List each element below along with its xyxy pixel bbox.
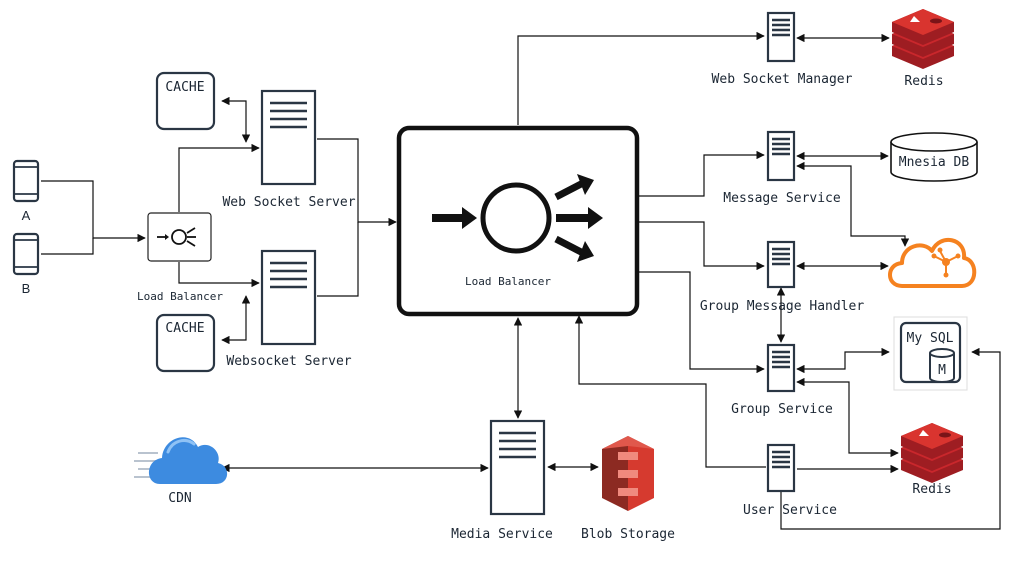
database-cylinder-icon (890, 132, 978, 182)
edge-main-lb-to-group-service (638, 271, 765, 374)
redis-bottom: Redis (901, 423, 963, 497)
load-balancer-icon (147, 212, 212, 262)
client-a: A (12, 159, 40, 223)
cdn: CDN (134, 437, 228, 506)
redis-top-label: Redis (904, 74, 943, 89)
edge-group-service-to-redis (796, 377, 899, 458)
media-service: Media Service (451, 419, 553, 542)
message-service: Message Service (723, 130, 841, 206)
mysql: My SQL M (893, 316, 968, 391)
mobile-phone-icon (12, 232, 40, 276)
edge-user-service-to-main-lb (574, 315, 766, 468)
edge-ws-bottom-to-cache (221, 295, 251, 345)
edge-main-lb-to-ws-manager (517, 31, 765, 125)
client-a-label: A (22, 208, 31, 223)
server-icon (766, 11, 796, 63)
user-service: User Service (743, 443, 837, 518)
group-service: Group Service (731, 343, 833, 417)
server-icon (766, 443, 796, 493)
edge-ws-top-to-cache (221, 96, 251, 143)
redis-bottom-label: Redis (912, 482, 951, 497)
web-socket-server: Web Socket Server (222, 89, 356, 210)
edge-message-to-kafka (796, 161, 910, 247)
cache-icon (155, 71, 216, 131)
mysql-icon (899, 321, 962, 384)
message-service-label: Message Service (723, 191, 841, 206)
client-b: B (12, 232, 40, 296)
mnesia-db: Mnesia DB (890, 132, 978, 182)
websocket-server: Websocket Server (226, 249, 352, 369)
cache-bottom: CACHE (155, 313, 216, 373)
redis-icon (892, 9, 954, 69)
edge-ws-top-to-main-lb (317, 138, 397, 227)
cache-bottom-label: CACHE (165, 321, 204, 336)
group-message-handler-label: Group Message Handler (700, 299, 865, 314)
connectors (41, 31, 1001, 530)
client-b-label: B (22, 281, 31, 296)
load-balancer-main-label: Load Balancer (465, 275, 551, 288)
server-icon (489, 419, 546, 516)
edge-ws-bottom-to-main-lb (317, 222, 359, 297)
cdn-label: CDN (168, 491, 191, 506)
cache-icon (155, 313, 216, 373)
web-socket-manager-label: Web Socket Manager (712, 72, 853, 87)
kafka-cloud-icon (888, 237, 977, 288)
server-icon (766, 130, 796, 182)
edge-main-lb-to-group-handler (638, 221, 765, 271)
mysql-label: My SQL (907, 331, 954, 346)
redis-icon (901, 423, 963, 483)
cache-top: CACHE (155, 71, 216, 131)
group-message-handler: Group Message Handler (700, 240, 865, 314)
edge-lb-to-ws-bottom (178, 262, 260, 288)
cache-top-label: CACHE (165, 80, 204, 95)
mobile-phone-icon (12, 159, 40, 203)
server-icon (260, 89, 317, 186)
edge-group-service-to-mysql (796, 347, 890, 374)
mnesia-db-label: Mnesia DB (899, 155, 970, 170)
cloud-icon (134, 437, 228, 484)
blob-storage-label: Blob Storage (581, 527, 675, 542)
load-balancer-main: Load Balancer (396, 125, 640, 317)
edge-a-to-lb (41, 180, 146, 243)
load-balancer-small: Load Balancer (137, 212, 223, 303)
edge-b-to-lb (41, 238, 94, 255)
websocket-server-label: Websocket Server (226, 354, 351, 369)
edge-lb-to-ws-top (178, 143, 260, 212)
redis-top: Redis (892, 9, 954, 89)
server-icon (766, 240, 796, 289)
web-socket-manager: Web Socket Manager (712, 11, 853, 87)
user-service-label: User Service (743, 503, 837, 518)
group-service-label: Group Service (731, 402, 833, 417)
s3-bucket-icon (602, 436, 654, 511)
edge-user-service-to-mysql (780, 347, 1001, 530)
edge-main-lb-to-message-service (638, 150, 765, 197)
load-balancer-small-label: Load Balancer (137, 290, 223, 303)
kafka (888, 237, 977, 288)
server-icon (260, 249, 317, 346)
blob-storage: Blob Storage (581, 436, 675, 542)
load-balancer-icon (432, 174, 603, 262)
media-service-label: Media Service (451, 527, 553, 542)
web-socket-server-label: Web Socket Server (222, 195, 355, 210)
server-icon (766, 343, 796, 393)
mysql-letter: M (938, 363, 946, 378)
